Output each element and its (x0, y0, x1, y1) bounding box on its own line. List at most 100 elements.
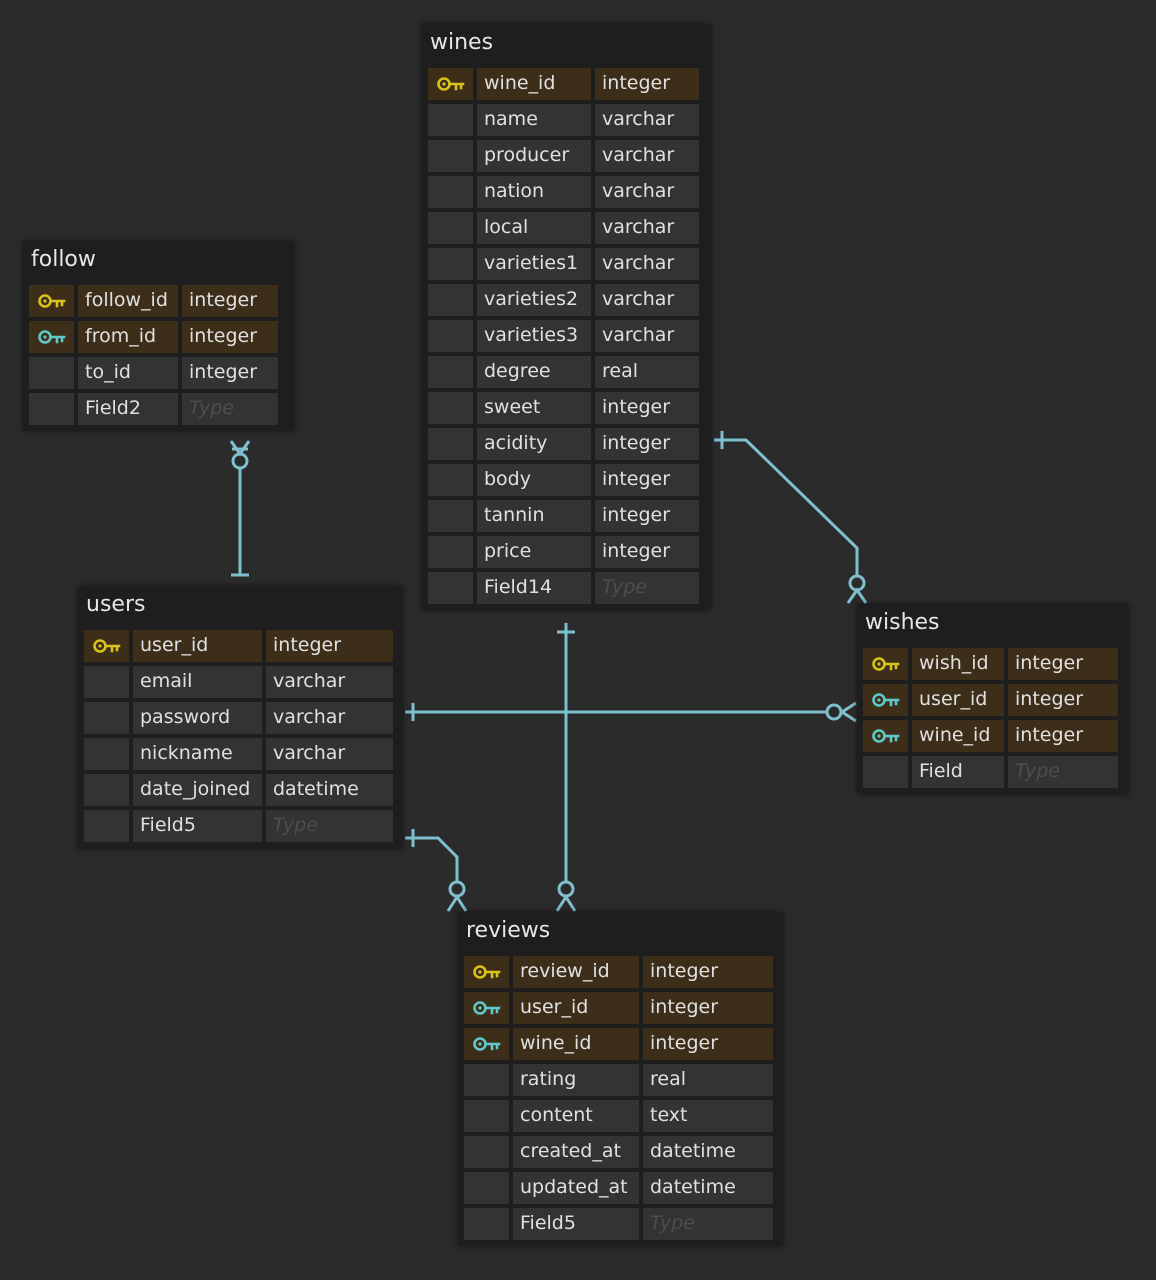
field-name[interactable]: Field14 (477, 572, 591, 604)
field-name[interactable]: sweet (477, 392, 591, 424)
field-type-placeholder[interactable]: Type (1008, 756, 1118, 788)
field-name[interactable]: name (477, 104, 591, 136)
field-name[interactable]: follow_id (78, 285, 178, 317)
field-type[interactable]: text (643, 1100, 773, 1132)
field-type[interactable]: datetime (266, 774, 393, 806)
field-type[interactable]: integer (1008, 684, 1118, 716)
field-type[interactable]: varchar (595, 212, 699, 244)
field-name[interactable]: email (133, 666, 262, 698)
table-title[interactable]: wishes (865, 610, 940, 635)
field-type[interactable]: varchar (595, 284, 699, 316)
table-title[interactable]: reviews (466, 918, 551, 943)
field-name[interactable]: user_id (912, 684, 1004, 716)
field-type[interactable]: integer (1008, 648, 1118, 680)
field-name[interactable]: varieties1 (477, 248, 591, 280)
field-type[interactable]: integer (182, 321, 278, 353)
field-type[interactable]: integer (595, 428, 699, 460)
field-name[interactable]: created_at (513, 1136, 639, 1168)
field-type[interactable]: varchar (595, 320, 699, 352)
field-type[interactable]: datetime (643, 1172, 773, 1204)
field-type[interactable]: integer (182, 285, 278, 317)
field-type[interactable]: varchar (595, 140, 699, 172)
field-name[interactable]: rating (513, 1064, 639, 1096)
field-type[interactable]: integer (595, 536, 699, 568)
field-name[interactable]: varieties2 (477, 284, 591, 316)
field-name[interactable]: wine_id (912, 720, 1004, 752)
field-name[interactable]: review_id (513, 956, 639, 988)
field-name[interactable]: content (513, 1100, 639, 1132)
field-name[interactable]: Field5 (133, 810, 262, 842)
field-name[interactable]: user_id (133, 630, 262, 662)
field-type-placeholder[interactable]: Type (182, 393, 278, 425)
field-name[interactable]: varieties3 (477, 320, 591, 352)
field-name[interactable]: degree (477, 356, 591, 388)
field-name[interactable]: price (477, 536, 591, 568)
field-name[interactable]: producer (477, 140, 591, 172)
field-name[interactable]: updated_at (513, 1172, 639, 1204)
field-type[interactable]: varchar (595, 248, 699, 280)
field-type[interactable]: real (595, 356, 699, 388)
field-type-placeholder[interactable]: Type (643, 1208, 773, 1240)
field-type[interactable]: integer (643, 956, 773, 988)
table-title[interactable]: users (86, 592, 146, 617)
field-name[interactable]: to_id (78, 357, 178, 389)
field-type[interactable]: varchar (266, 738, 393, 770)
field-name[interactable]: user_id (513, 992, 639, 1024)
field-type[interactable]: varchar (595, 104, 699, 136)
field-name[interactable]: Field (912, 756, 1004, 788)
field-name[interactable]: wine_id (477, 68, 591, 100)
field-name[interactable]: local (477, 212, 591, 244)
field-type[interactable]: integer (182, 357, 278, 389)
field-name[interactable]: body (477, 464, 591, 496)
field-type[interactable]: varchar (595, 176, 699, 208)
field-type[interactable]: integer (595, 464, 699, 496)
field-type[interactable]: varchar (266, 666, 393, 698)
field-type[interactable]: integer (595, 68, 699, 100)
field-type-placeholder[interactable]: Type (595, 572, 699, 604)
field-name[interactable]: Field2 (78, 393, 178, 425)
field-type[interactable]: integer (643, 992, 773, 1024)
field-type-placeholder[interactable]: Type (266, 810, 393, 842)
field-name[interactable]: wish_id (912, 648, 1004, 680)
field-type[interactable]: integer (1008, 720, 1118, 752)
field-type[interactable]: integer (595, 392, 699, 424)
field-type[interactable]: real (643, 1064, 773, 1096)
field-type[interactable]: varchar (266, 702, 393, 734)
